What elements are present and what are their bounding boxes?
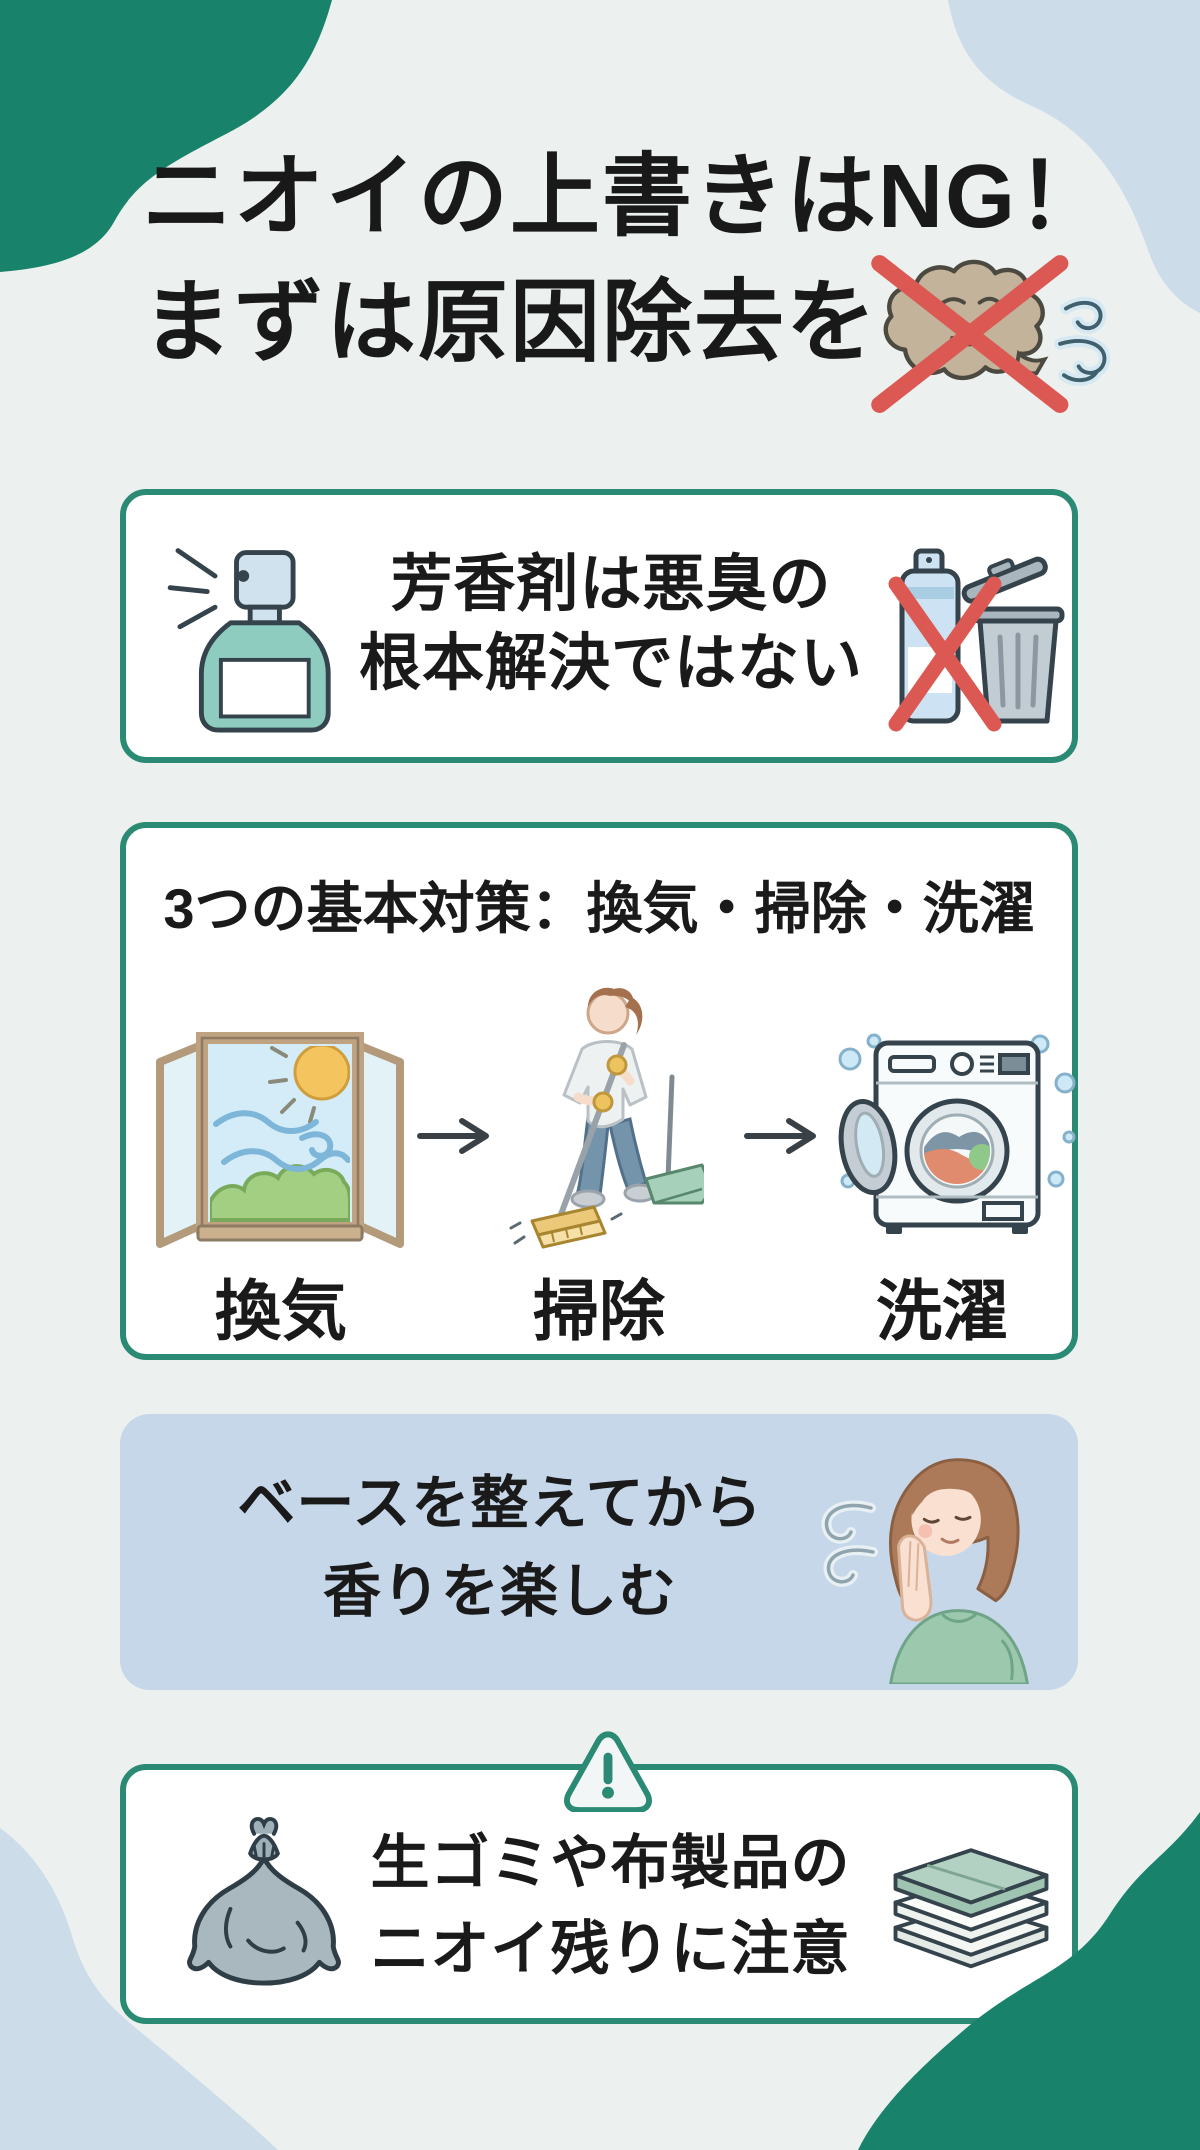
- fragrance-text: ベースを整えてから 香りを楽しむ: [175, 1460, 825, 1636]
- red-x-mark: [888, 576, 1002, 732]
- title-line-2: まずは原因除去を: [142, 273, 878, 373]
- discarded-spray-in-trash-icon: [888, 548, 1065, 732]
- fragrance-text-line-2: 香りを楽しむ: [322, 1559, 677, 1625]
- corner-blob-bottom-right: [858, 1812, 1200, 2150]
- card-caution: 生ゴミや布製品の ニオイ残りに注意: [120, 1731, 1078, 2024]
- air-freshener-text: 芳香剤は悪臭の 根本解決ではない: [351, 545, 871, 704]
- card-air-freshener: 芳香剤は悪臭の 根本解決ではない: [120, 489, 1078, 763]
- arrow-right-icon: [417, 1118, 489, 1154]
- red-x-mark: [871, 255, 1069, 413]
- corner-blob-top-right: [948, 0, 1200, 313]
- step-label-cleaning: 掃除: [533, 1274, 665, 1348]
- crossed-smelly-cloud-icon: [871, 255, 1111, 413]
- fragrance-text-line-1: ベースを整えてから: [237, 1471, 763, 1536]
- garbage-bag-icon: [187, 1817, 341, 1986]
- caution-text: 生ゴミや布製品の ニオイ残りに注意: [348, 1820, 873, 1992]
- corner-blob-bottom-left: [0, 1828, 278, 2150]
- washing-machine-icon: [838, 1033, 1076, 1234]
- step-label-ventilation: 換気: [215, 1274, 347, 1348]
- scent-swirl-icon: [821, 1500, 878, 1587]
- caution-text-line-1: 生ゴミや布製品の: [370, 1830, 851, 1896]
- air-freshener-text-line-1: 芳香剤は悪臭の: [390, 550, 832, 619]
- woman-enjoying-scent-icon: [889, 1458, 1029, 1684]
- spray-bottle-icon: [167, 548, 331, 733]
- sweeping-person-icon: [509, 987, 704, 1249]
- card-three-basics: 3つの基本対策：換気・掃除・洗濯: [120, 822, 1078, 1360]
- warning-triangle-icon: [564, 1731, 652, 1812]
- step-label-laundry: 洗濯: [876, 1274, 1008, 1348]
- basics-heading: 3つの基本対策：換気・掃除・洗濯: [163, 877, 1035, 940]
- air-freshener-text-line-2: 根本解決ではない: [358, 629, 863, 699]
- card-enjoy-fragrance: ベースを整えてから 香りを楽しむ: [120, 1414, 1078, 1690]
- title-line-1: ニオイの上書きはNG！: [142, 147, 1109, 247]
- folded-towels-icon: [893, 1848, 1049, 1969]
- arrow-right-icon: [744, 1118, 816, 1154]
- open-window-icon: [156, 1032, 404, 1248]
- caution-text-line-2: ニオイ残りに注意: [370, 1916, 851, 1983]
- corner-blob-top-left: [0, 0, 332, 272]
